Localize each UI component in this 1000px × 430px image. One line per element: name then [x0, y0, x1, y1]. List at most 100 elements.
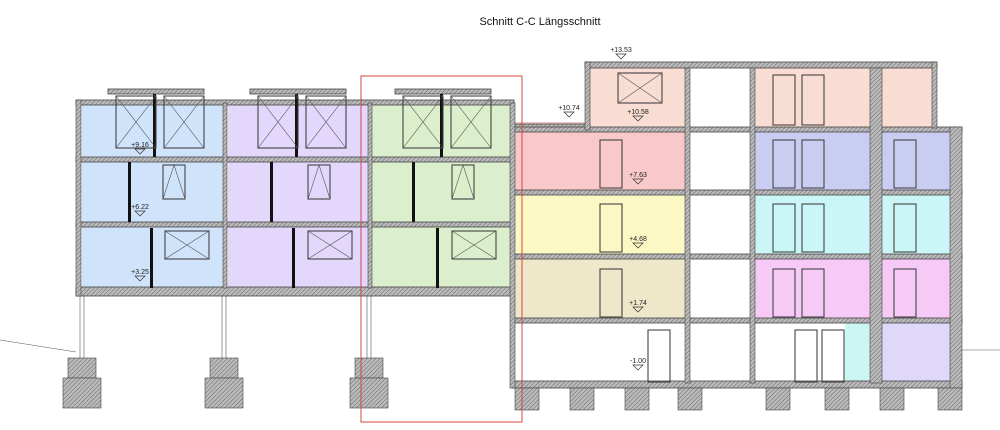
door	[599, 203, 623, 253]
floor-slab	[511, 380, 963, 389]
level-label: +13.53	[610, 47, 632, 54]
windows-doors	[115, 72, 917, 383]
door	[801, 74, 825, 126]
door	[772, 268, 796, 318]
floor-slab	[75, 221, 515, 228]
level-label: -1.00	[630, 358, 646, 365]
floor-slab	[511, 253, 963, 260]
dormer-window	[305, 95, 347, 149]
window-opening-mark	[162, 164, 186, 200]
window-opening-mark	[307, 164, 331, 200]
level-marker-icon	[632, 178, 644, 185]
room-floor1-magenta	[755, 257, 950, 320]
dormer-window	[115, 95, 157, 149]
window-cross	[617, 72, 663, 104]
room-floor3-blue	[755, 128, 950, 190]
footing	[62, 377, 102, 409]
door	[801, 139, 825, 189]
dormer-roof	[107, 88, 205, 95]
level-label: +10.58	[627, 109, 649, 116]
dormer-window	[257, 95, 299, 149]
wall	[684, 67, 691, 384]
level-marker-icon	[134, 148, 146, 155]
dormer-roof	[394, 88, 492, 95]
wall	[749, 67, 756, 384]
floor-slab	[511, 317, 963, 324]
floor-slab	[75, 286, 515, 297]
door	[893, 268, 917, 318]
window-cross	[164, 230, 210, 260]
footing	[514, 387, 540, 411]
window-cross	[305, 95, 347, 149]
window-cross	[402, 95, 444, 149]
window-cross	[163, 95, 205, 149]
window	[307, 230, 353, 260]
drawing-title: Schnitt C-C Längsschnitt	[479, 16, 600, 28]
wall	[75, 99, 82, 297]
footing	[354, 357, 384, 379]
room-floor2-cyan	[755, 192, 950, 255]
level-marker-icon	[632, 242, 644, 249]
level-marker-icon	[563, 111, 575, 118]
level-label: +6.22	[131, 204, 149, 211]
level-markers: +13.53 +10.74 +10.58 +9.16 +6.22 +3.25 +7.63 +4…	[131, 47, 649, 371]
level-label: +7.63	[629, 172, 647, 179]
structure	[0, 61, 1000, 411]
dormer-window	[402, 95, 444, 149]
door	[801, 268, 825, 318]
level-label: +1.74	[629, 300, 647, 307]
floor-slab	[75, 156, 515, 163]
wall	[931, 61, 938, 129]
level-label: +3.25	[131, 269, 149, 276]
penthouse-window	[617, 72, 663, 104]
level-label: +10.74	[558, 105, 580, 112]
dormer-roof	[249, 88, 347, 95]
door	[794, 329, 818, 383]
door	[772, 203, 796, 253]
partition	[292, 228, 295, 288]
partition	[128, 162, 131, 222]
door	[893, 139, 917, 189]
door	[599, 139, 623, 189]
wall	[509, 102, 516, 389]
level-label: +9.16	[131, 142, 149, 149]
room-penthouse-salmon	[755, 68, 935, 128]
door	[893, 203, 917, 253]
terrain-line	[0, 339, 77, 353]
footing	[67, 357, 97, 379]
dormer-window	[450, 95, 492, 149]
level-marker-icon	[632, 306, 644, 313]
room-penthouse-salmon	[590, 68, 685, 128]
level-marker-icon	[632, 115, 644, 122]
window-cross	[115, 95, 157, 149]
level-marker-icon	[615, 53, 627, 60]
window-opening-mark	[451, 164, 475, 200]
footing	[677, 387, 703, 411]
level-label: +4.68	[629, 236, 647, 243]
partition	[270, 162, 273, 222]
footing	[879, 387, 905, 411]
window-cross	[451, 230, 497, 260]
door	[772, 139, 796, 189]
level-marker-icon	[134, 275, 146, 282]
wall	[869, 67, 883, 384]
mullion	[153, 94, 156, 157]
window	[164, 230, 210, 260]
mullion	[295, 94, 298, 157]
footing	[349, 377, 389, 409]
footing	[209, 357, 239, 379]
footing	[569, 387, 595, 411]
floor-slab	[511, 126, 963, 133]
footing	[765, 387, 791, 411]
footing	[624, 387, 650, 411]
footing	[204, 377, 244, 409]
room-ground-cyan	[845, 322, 870, 383]
wall	[584, 61, 591, 131]
partition	[412, 162, 415, 222]
door	[801, 203, 825, 253]
wall	[367, 102, 373, 289]
wall	[949, 126, 963, 389]
door	[647, 329, 671, 383]
